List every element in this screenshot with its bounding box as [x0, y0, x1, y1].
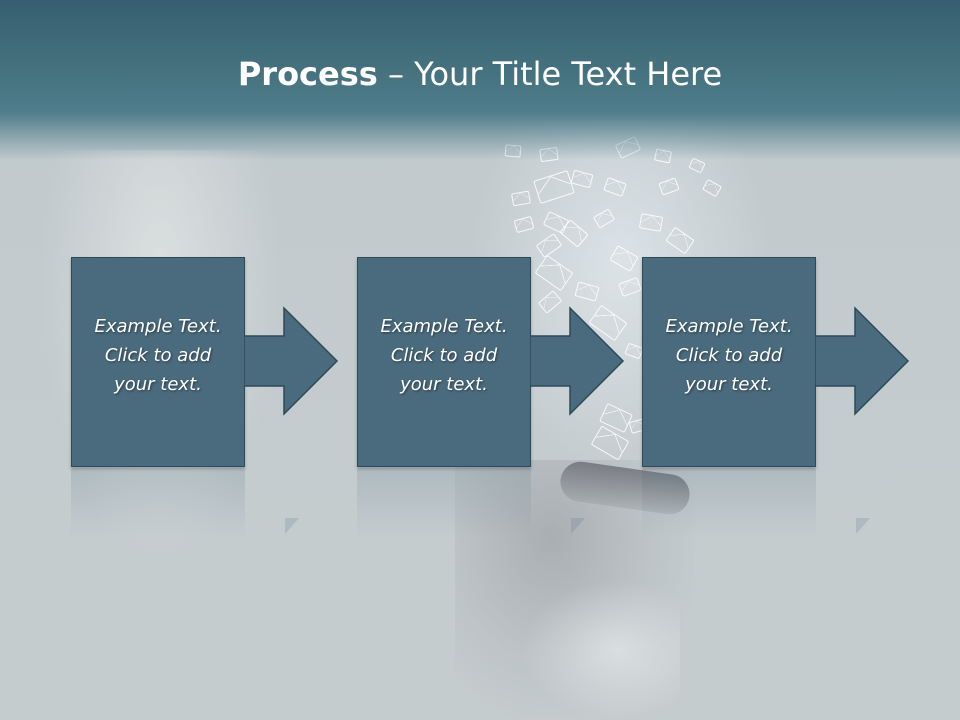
process-step-2-reflection: [357, 468, 531, 538]
title-bar: [0, 0, 960, 160]
slide-title[interactable]: Process – Your Title Text Here: [0, 52, 960, 96]
title-rest: – Your Title Text Here: [377, 55, 723, 93]
process-step-2-text[interactable]: Example Text. Click to add your text.: [380, 316, 508, 395]
process-step-3[interactable]: Example Text. Click to add your text.: [642, 257, 816, 467]
arrow-reflection: [856, 518, 870, 534]
right-arrow-icon: [530, 306, 626, 416]
process-step-3-reflection: [642, 468, 816, 538]
background-sleeve-image: [520, 580, 680, 720]
process-step-2[interactable]: Example Text. Click to add your text.: [357, 257, 531, 467]
arrow-reflection: [571, 518, 585, 534]
process-step-1[interactable]: Example Text. Click to add your text.: [71, 257, 245, 467]
right-arrow-icon: [244, 306, 340, 416]
right-arrow-icon: [815, 306, 911, 416]
process-step-1-reflection: [71, 468, 245, 538]
arrow-reflection: [285, 518, 299, 534]
process-step-3-text[interactable]: Example Text. Click to add your text.: [665, 316, 793, 395]
process-step-1-text[interactable]: Example Text. Click to add your text.: [94, 316, 222, 395]
title-bold: Process: [237, 55, 378, 93]
